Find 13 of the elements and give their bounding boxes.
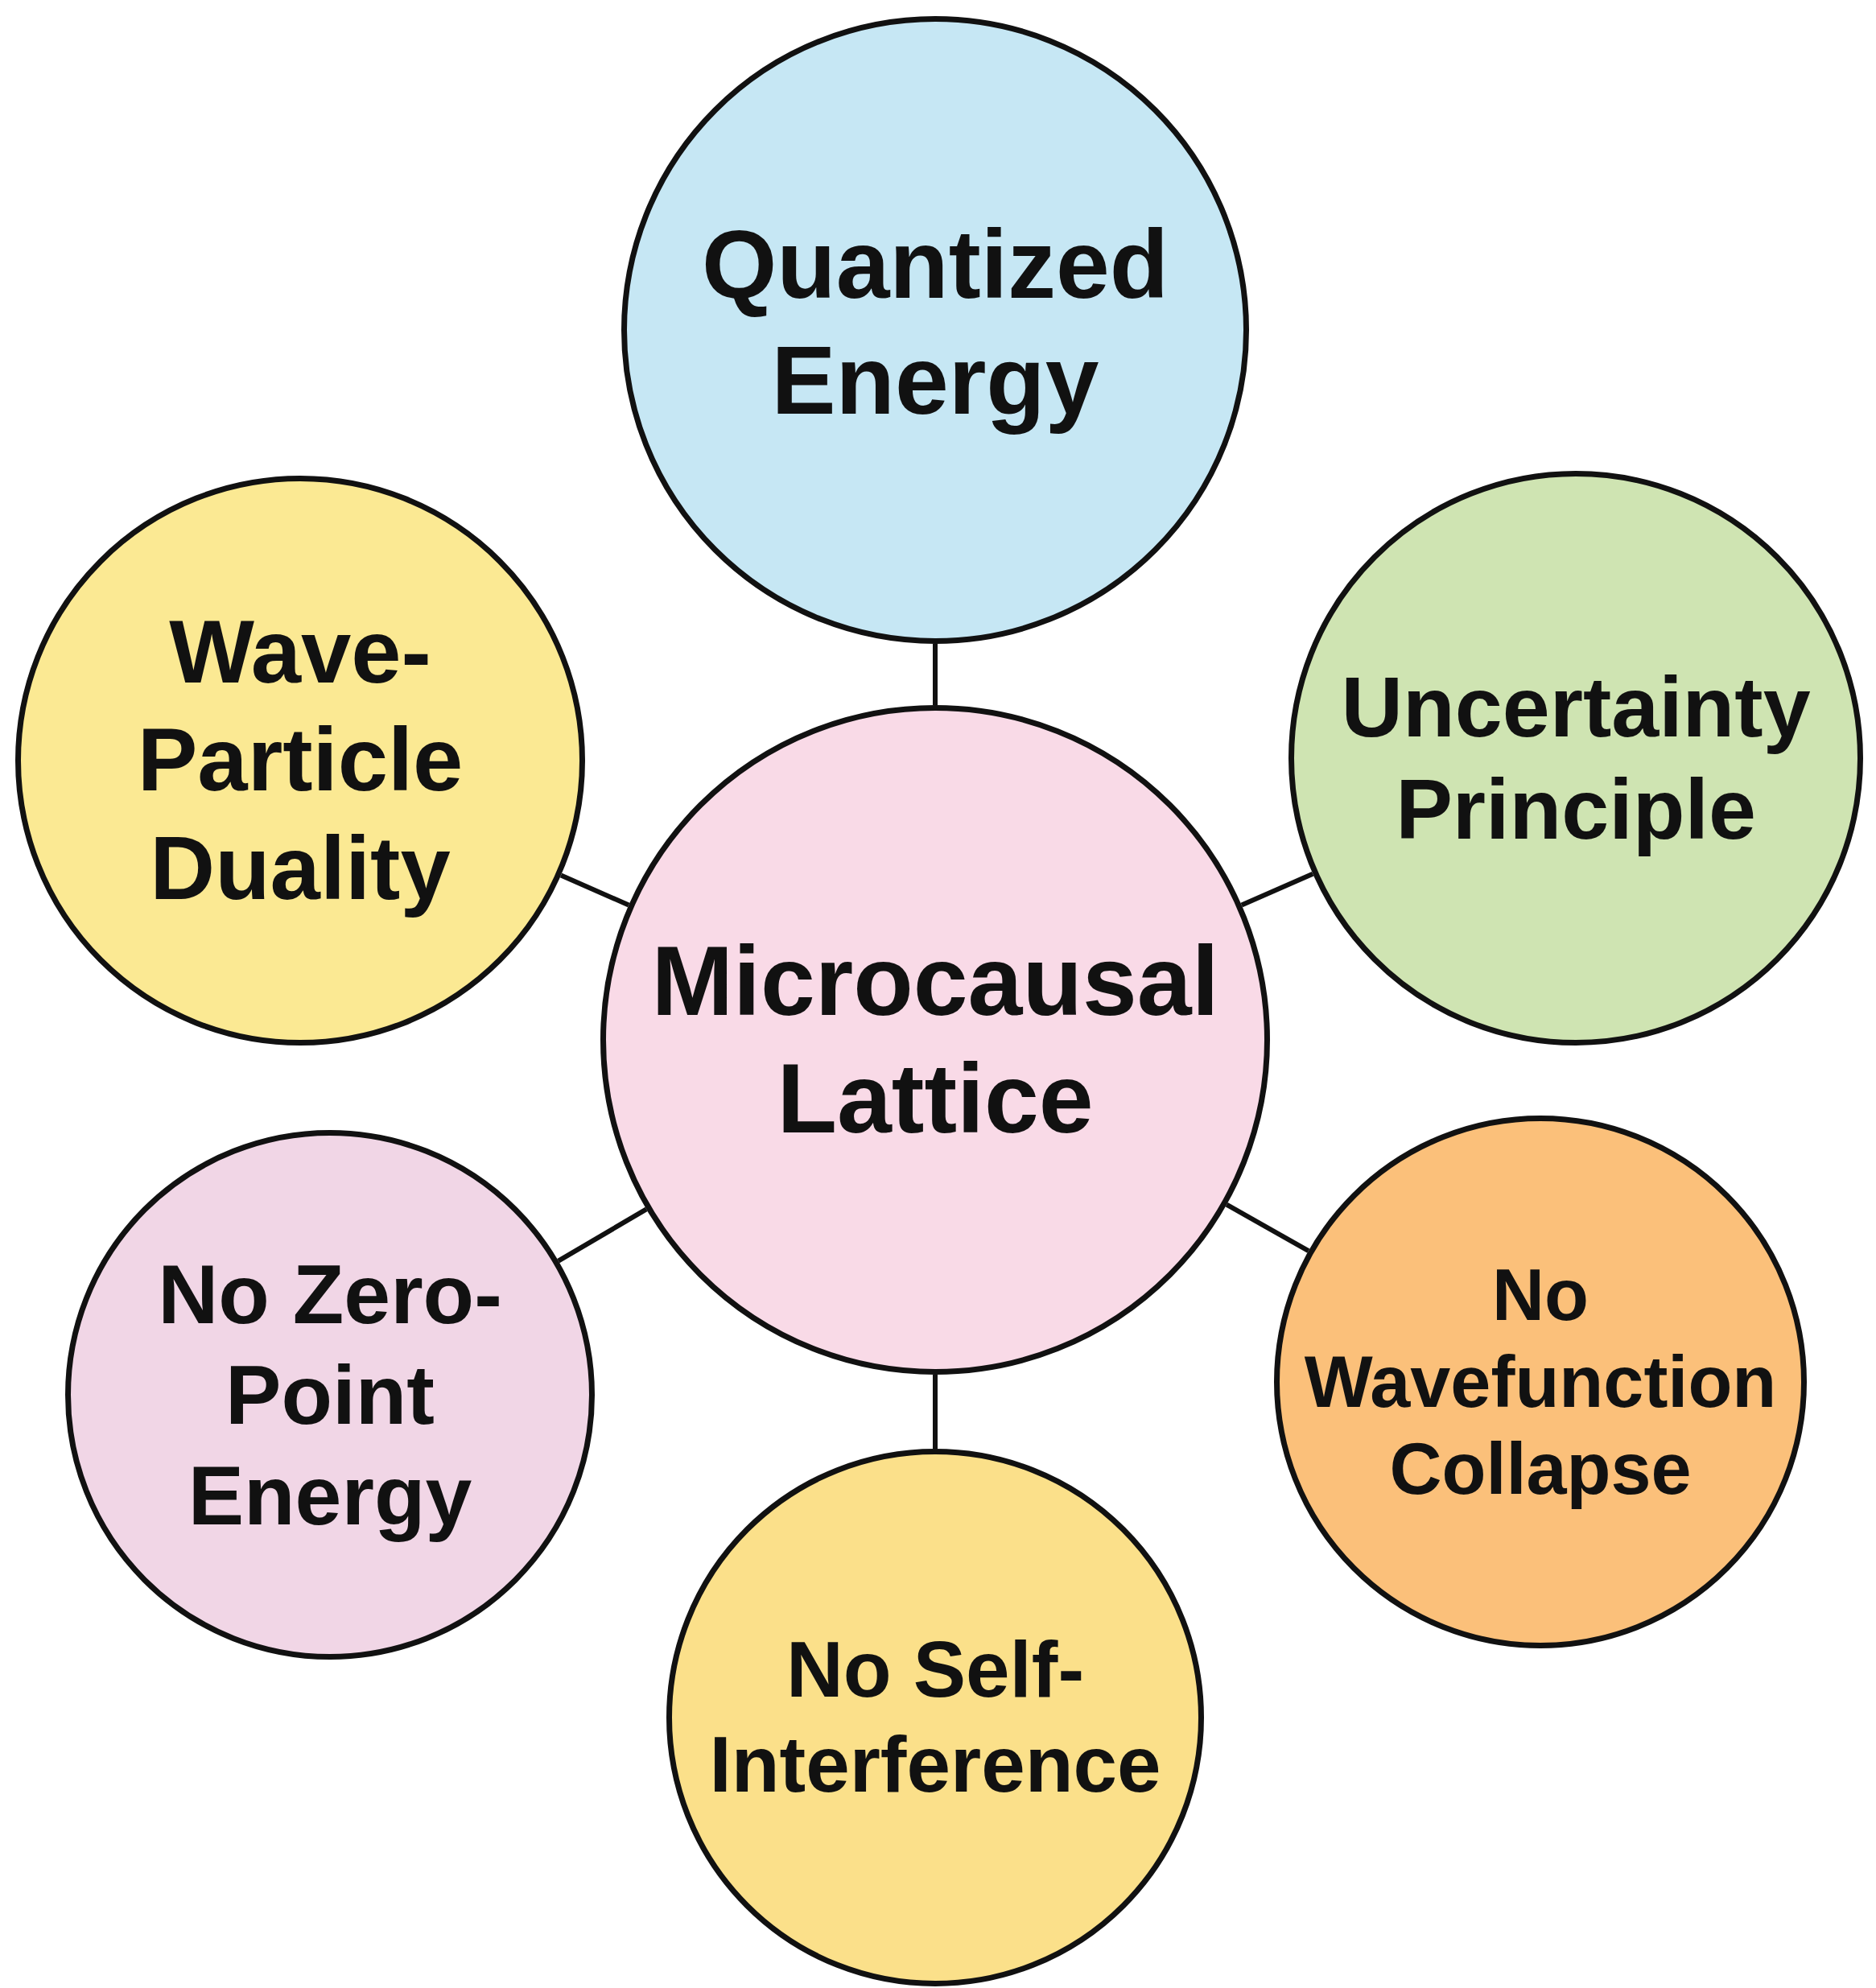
connector-line — [933, 1375, 938, 1449]
connector-line — [557, 1206, 648, 1264]
concept-label: No Zero-Point Energy — [157, 1246, 503, 1544]
concept-label: No Wavefunction Collapse — [1303, 1254, 1778, 1511]
concept-label: Wave-Particle Duality — [136, 600, 464, 921]
connector-line — [1225, 1202, 1310, 1253]
connector-line — [1240, 871, 1314, 908]
concept-label: Quantized Energy — [701, 209, 1169, 436]
connector-line — [559, 872, 630, 908]
concept-label: Uncertainty Principle — [1340, 658, 1812, 858]
concept-label: Microcausal Lattice — [650, 925, 1220, 1155]
connector-line — [933, 644, 938, 705]
concept-label: No Self-Interference — [708, 1624, 1162, 1810]
